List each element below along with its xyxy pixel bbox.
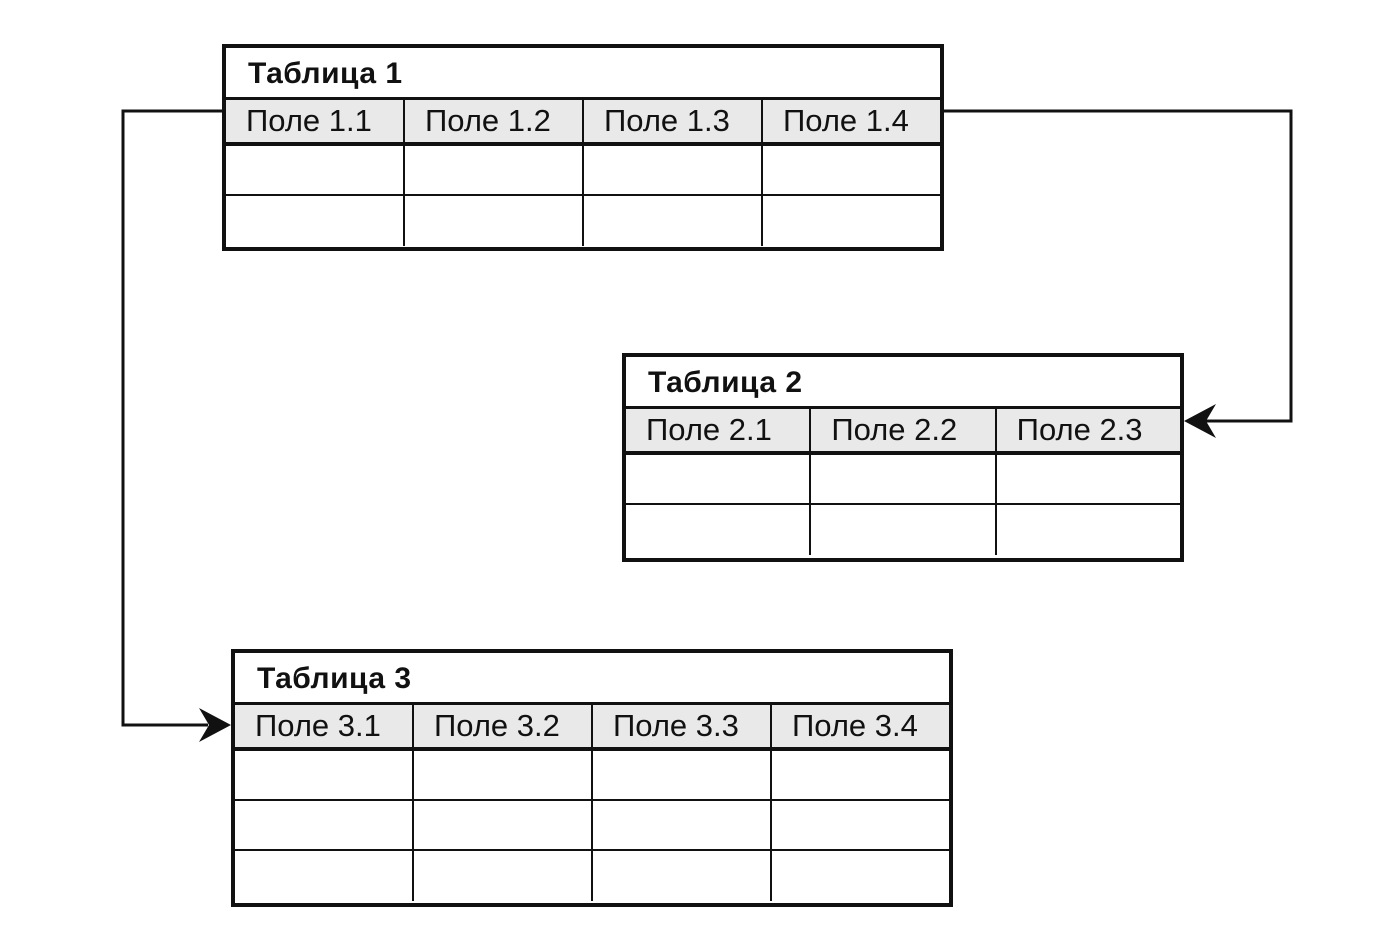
table-cell	[414, 851, 593, 901]
table-cell	[763, 146, 940, 194]
table-3-title: Таблица 3	[235, 653, 949, 705]
table-1-field-3: Поле 1.3	[584, 100, 763, 142]
table-3-field-4: Поле 3.4	[792, 708, 918, 743]
table-cell	[235, 751, 414, 799]
table-row	[235, 801, 949, 851]
table-cell	[405, 196, 584, 246]
table-3: Таблица 3 Поле 3.1 Поле 3.2 Поле 3.3 Пол…	[231, 649, 953, 907]
table-1-grid: Поле 1.1 Поле 1.2 Поле 1.3 Поле 1.4	[226, 100, 940, 246]
table-cell	[772, 801, 949, 849]
table-2-field-3: Поле 2.3	[1016, 412, 1143, 447]
arrowhead-table3	[199, 708, 231, 742]
table-cell	[626, 455, 812, 503]
table-cell	[811, 455, 997, 503]
table-1-field-1: Поле 1.1	[226, 100, 405, 142]
table-3-field-3: Поле 3.3	[593, 705, 772, 747]
table-row	[226, 196, 940, 246]
table-cell	[414, 801, 593, 849]
table-2-grid: Поле 2.1 Поле 2.2 Поле 2.3	[626, 409, 1180, 555]
table-1-field-2: Поле 1.2	[405, 100, 584, 142]
table-2-field-2: Поле 2.2	[811, 409, 997, 451]
table-3-field-1: Поле 3.1	[235, 705, 414, 747]
table-row	[235, 851, 949, 901]
table-1-header-row: Поле 1.1 Поле 1.2 Поле 1.3 Поле 1.4	[226, 100, 940, 146]
table-2-field-1: Поле 2.1	[626, 409, 812, 451]
table-cell	[593, 851, 772, 901]
table-cell	[235, 801, 414, 849]
table-cell	[772, 851, 949, 901]
table-cell	[593, 801, 772, 849]
table-1-title: Таблица 1	[226, 48, 940, 100]
table-1: Таблица 1 Поле 1.1 Поле 1.2 Поле 1.3 Пол…	[222, 44, 944, 251]
table-3-header-row: Поле 3.1 Поле 3.2 Поле 3.3 Поле 3.4	[235, 705, 949, 751]
arrowhead-table2	[1184, 404, 1216, 438]
table-1-field-4: Поле 1.4	[783, 103, 909, 138]
table-cell	[811, 505, 997, 555]
table-row	[626, 505, 1180, 555]
table-cell	[584, 146, 763, 194]
table-row	[226, 146, 940, 196]
table-cell	[763, 196, 940, 246]
link-table1-to-table3	[121, 109, 222, 727]
table-2: Таблица 2 Поле 2.1 Поле 2.2 Поле 2.3	[622, 353, 1184, 562]
table-cell	[584, 196, 763, 246]
table-cell	[226, 146, 405, 194]
table-2-title: Таблица 2	[626, 357, 1180, 409]
table-cell	[997, 505, 1180, 555]
table-cell	[226, 196, 405, 246]
table-cell	[405, 146, 584, 194]
table-cell	[772, 751, 949, 799]
table-cell	[235, 851, 414, 901]
table-cell	[997, 455, 1180, 503]
table-cell	[593, 751, 772, 799]
table-3-grid: Поле 3.1 Поле 3.2 Поле 3.3 Поле 3.4	[235, 705, 949, 901]
table-3-field-2: Поле 3.2	[414, 705, 593, 747]
table-cell	[626, 505, 812, 555]
table-row	[235, 751, 949, 801]
table-2-header-row: Поле 2.1 Поле 2.2 Поле 2.3	[626, 409, 1180, 455]
table-cell	[414, 751, 593, 799]
table-row	[626, 455, 1180, 505]
